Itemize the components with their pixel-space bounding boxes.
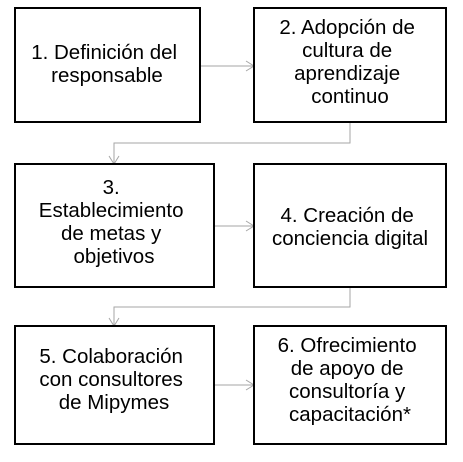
step-3-line-3: de metas y <box>61 222 162 245</box>
step-6-line-4: capacitación* <box>289 403 411 426</box>
svg-text:6. Ofrecimiento de apoyo: 6. Ofrecimiento de apoyo de consultoría … <box>278 334 423 426</box>
step-6-line-3: consultoría y <box>289 380 406 403</box>
connector-4-to-5 <box>108 287 351 327</box>
step-box-4: 4. Creación de conciencia digital <box>253 163 447 288</box>
svg-text:3. Establecimiento: 3. Establecimiento de metas y objetivos <box>39 176 189 268</box>
step-2-line-2: cultura de <box>302 39 392 62</box>
svg-text:4. Creación de concienci: 4. Creación de conciencia digital <box>272 204 428 250</box>
step-1-line-1: 1. Definición del <box>31 41 177 64</box>
step-5-line-2: con consultores <box>39 368 183 391</box>
step-box-6: 6. Ofrecimiento de apoyo de consultoría … <box>253 325 447 445</box>
step-3-line-1: 3. <box>103 176 120 199</box>
step-1-line-2: responsable <box>51 64 163 87</box>
step-5-line-3: de Mipymes <box>59 391 170 414</box>
step-2-line-3: aprendizaje <box>294 62 400 85</box>
step-box-5: 5. Colaboración con consultores de Mipym… <box>14 325 215 445</box>
connector-1-to-2 <box>200 60 255 72</box>
step-3-line-4: objetivos <box>74 245 155 268</box>
step-box-1: 1. Definición del responsable <box>14 7 201 123</box>
step-6-line-2: de apoyo de <box>291 357 404 380</box>
connector-5-to-6 <box>214 379 255 391</box>
step-3-line-2: Establecimiento <box>39 199 184 222</box>
step-box-2: 2. Adopción de cultura de aprendizaje co… <box>253 7 447 123</box>
connector-3-to-4 <box>214 220 255 232</box>
step-4-line-2: conciencia digital <box>272 227 428 250</box>
step-5-line-1: 5. Colaboración <box>39 345 183 368</box>
step-2-line-4: continuo <box>311 85 389 108</box>
connector-2-to-3 <box>108 122 351 165</box>
svg-text:2. Adopción de cultura d: 2. Adopción de cultura de aprendizaje co… <box>279 16 420 108</box>
svg-text:5. Colaboración con cons: 5. Colaboración con consultores de Mipym… <box>39 345 188 414</box>
step-2-line-1: 2. Adopción de <box>279 16 415 39</box>
svg-text:1. Definición del respon: 1. Definición del responsable <box>31 41 183 87</box>
step-4-line-1: 4. Creación de <box>280 204 413 227</box>
step-box-3: 3. Establecimiento de metas y objetivos <box>14 163 215 288</box>
step-6-line-1: 6. Ofrecimiento <box>278 334 417 357</box>
